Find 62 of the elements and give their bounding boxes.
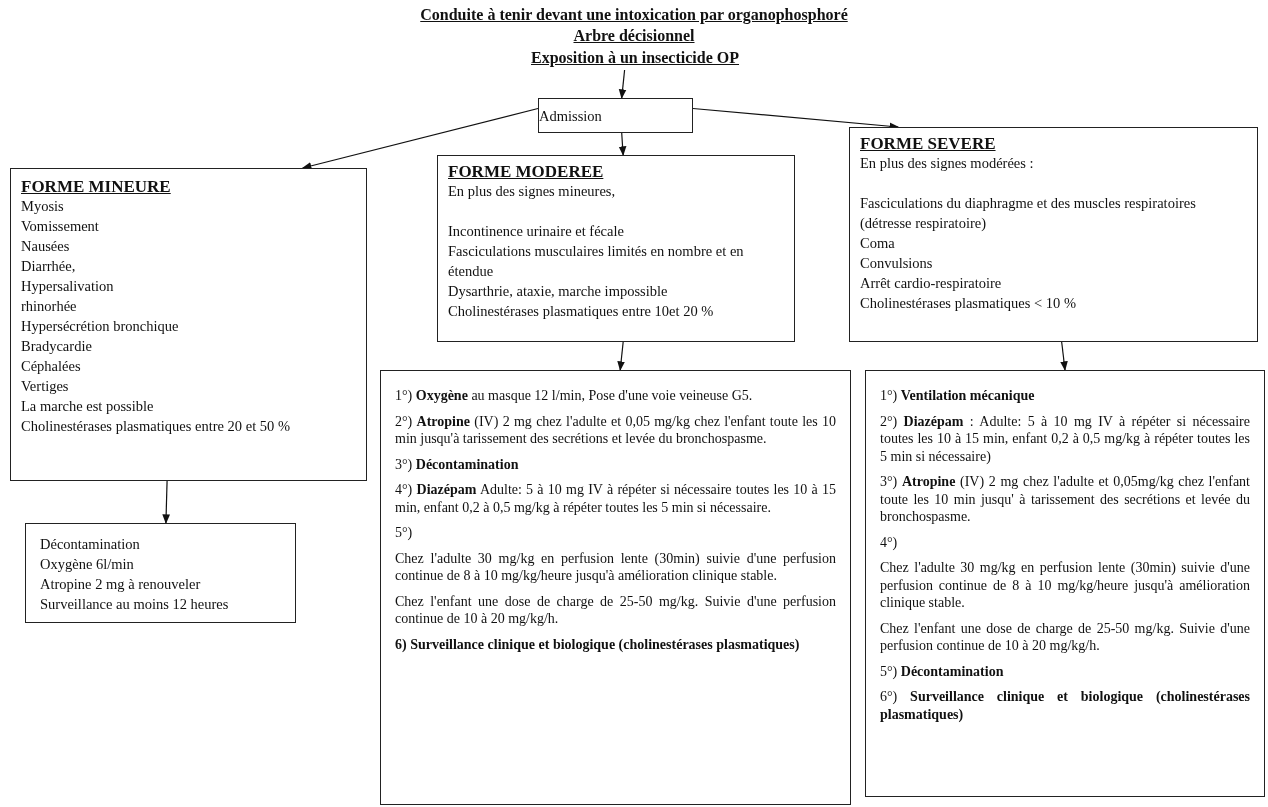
symptom-item: Vertiges (21, 377, 69, 396)
treatment-box (25, 523, 296, 623)
subtitle: Arbre décisionnel (572, 27, 696, 45)
treatment-item: Surveillance au moins 12 heures (40, 595, 229, 614)
symptom-item: Hypersalivation (21, 277, 114, 296)
symptom-item: Incontinence urinaire et fécale (448, 222, 624, 241)
symptom-item: Hypersécrétion bronchique (21, 317, 179, 336)
symptom-item: Cholinestérases plasmatiques entre 20 et 50 % (21, 417, 290, 436)
symptom-box (437, 155, 795, 342)
treatment-step: Chez l'adulte 30 mg/kg en perfusion lente (30min) suivie d'une perfusion continue de 8 à 10 mg/kg/heure jusqu'à amélioration clinique stable. (880, 559, 1250, 612)
symptom-item: rhinorhée (21, 297, 77, 316)
treatment-step: Chez l'adulte 30 mg/kg en perfusion lente (30min) suivie d'une perfusion continue de 8 à 10 mg/kg/heure jusqu'à amélioration clinique stable. (395, 549, 836, 585)
treatment-item: Atropine 2 mg à renouveler (40, 575, 201, 594)
title: Conduite à tenir devant une intoxication par organophosphoré (419, 6, 849, 24)
treatment-item: Décontamination (40, 535, 140, 554)
treatment-box (865, 370, 1265, 797)
treatment-step: 6°) Surveillance clinique et biologique (cholinestérases plasmatiques) (880, 688, 1250, 723)
treatment-box (380, 370, 851, 805)
symptom-item: Convulsions (860, 254, 933, 273)
process-box (538, 98, 693, 133)
section-heading: FORME MINEURE (21, 177, 171, 196)
symptom-item: En plus des signes modérées : (860, 154, 1034, 173)
symptom-item: Myosis (21, 197, 64, 216)
symptom-item: Fasciculations musculaires limités en nombre et en étendue (448, 242, 745, 281)
arrow (162, 480, 170, 524)
arrow (301, 107, 539, 170)
arrow (618, 132, 627, 156)
section-heading: FORME MODEREE (448, 162, 604, 181)
symptom-item: Cholinestérases plasmatiques < 10 % (860, 294, 1076, 313)
symptom-item: Dysarthrie, ataxie, marche impossible (448, 282, 668, 301)
symptom-item: Coma (860, 234, 895, 253)
treatment-item: Oxygène 6l/min (40, 555, 134, 574)
arrow (1060, 341, 1068, 371)
symptom-box (10, 168, 367, 481)
symptom-item: Fasciculations du diaphragme et des muscles respiratoires (détresse respiratoire) (860, 194, 1197, 233)
symptom-item: Diarrhée, (21, 257, 76, 276)
treatment-step: 1°) Oxygène au masque 12 l/min, Pose d'une voie veineuse G5. (395, 387, 836, 405)
treatment-step: 5°) Décontamination (880, 662, 1250, 680)
step-label: Admission (539, 107, 602, 126)
arrow (617, 341, 625, 371)
treatment-step: 3°) Atropine (IV) 2 mg chez l'adulte et 0,05mg/kg chez l'enfant toute les 10 min jusqu' à tarissement des secrétions et levée du bronchospasme. (880, 473, 1250, 526)
symptom-item: Bradycardie (21, 337, 92, 356)
symptom-item: Vomissement (21, 217, 99, 236)
treatment-step: 5°) (395, 524, 836, 542)
symptom-item: En plus des signes mineures, (448, 182, 616, 201)
treatment-step: 4°) (880, 533, 1250, 551)
symptom-item: La marche est possible (21, 397, 154, 416)
treatment-step: 4°) Diazépam Adulte: 5 à 10 mg IV à répéter si nécessaire toutes les 10 à 15 min, enfant 0,2 à 0,5 mg/kg à répéter toutes les 5 min si nécessaire. (395, 481, 836, 516)
treatment-step: Chez l'enfant une dose de charge de 25-50 mg/kg. Suivie d'une perfusion continue de 10 à 20 mg/kg/h. (880, 619, 1250, 655)
treatment-step: 2°) Atropine (IV) 2 mg chez l'adulte et 0,05 mg/kg chez l'enfant toute les 10 min jusqu'à tarissement des secrétions et levée du bronchospasme. (395, 412, 836, 448)
treatment-step: 3°) Décontamination (395, 455, 836, 473)
symptom-box (849, 127, 1258, 342)
symptom-item: Nausées (21, 237, 70, 256)
treatment-step: Chez l'enfant une dose de charge de 25-50 mg/kg. Suivie d'une perfusion continue de 10 à 20 mg/kg/h. (395, 592, 836, 628)
symptom-item: Arrêt cardio-respiratoire (860, 274, 1002, 293)
treatment-step: 6) Surveillance clinique et biologique (cholinestérases plasmatiques) (395, 635, 836, 653)
treatment-step: 2°) Diazépam : Adulte: 5 à 10 mg IV à répéter si nécessaire toutes les 10 à 15 min, enfant 0,2 à 0,5 mg/kg à répéter toutes les 5 min si nécessaire) (880, 412, 1250, 465)
treatment-step: 1°) Ventilation mécanique (880, 387, 1250, 405)
section-heading: FORME SEVERE (860, 134, 996, 153)
symptom-item: Cholinestérases plasmatiques entre 10et 20 % (448, 302, 714, 321)
arrow (618, 69, 627, 99)
symptom-item: Céphalées (21, 357, 81, 376)
